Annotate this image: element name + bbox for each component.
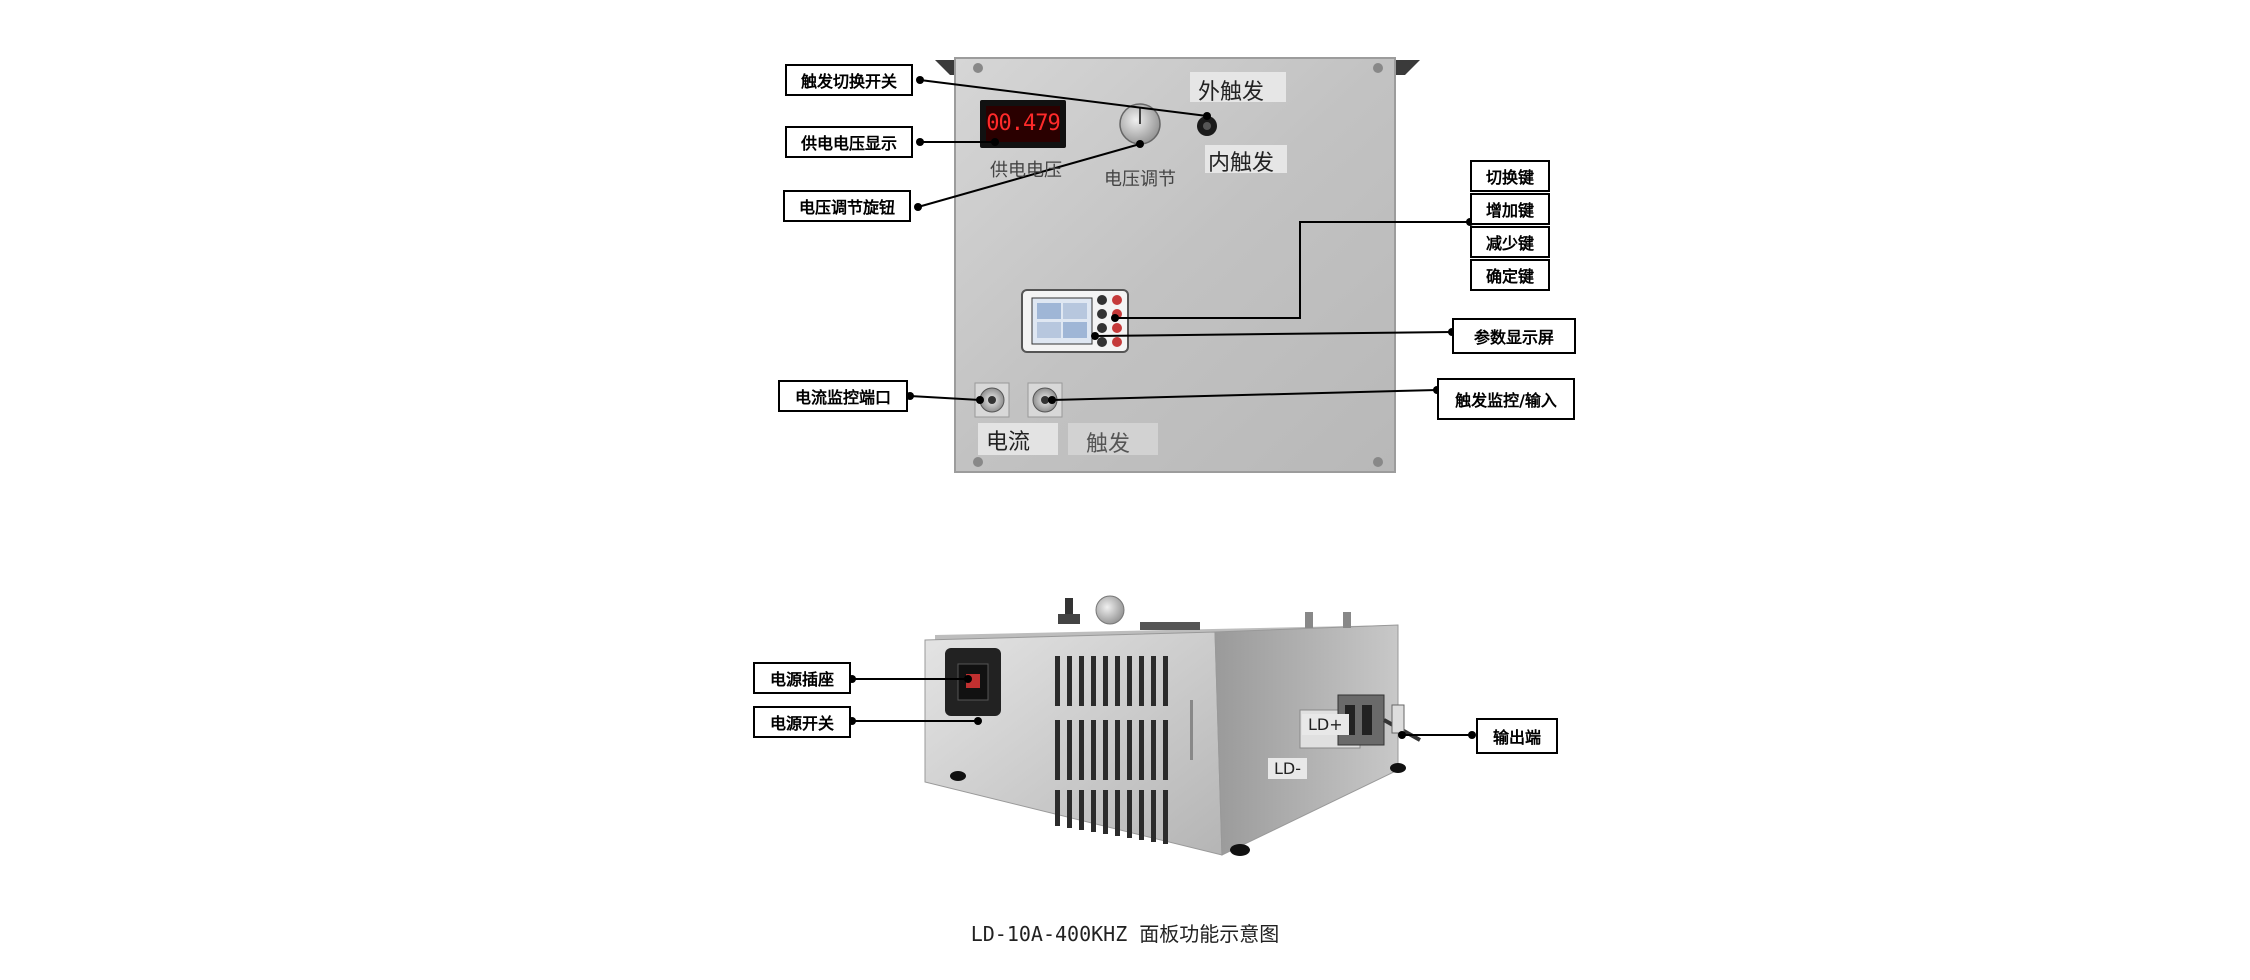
callout-power-switch: 电源开关: [753, 706, 851, 738]
callout-voltage-knob: 电压调节旋钮: [783, 190, 911, 222]
label-current: 电流: [986, 430, 1031, 455]
increase-key-icon: [1097, 309, 1107, 319]
callout-trigger-monitor-input: 触发监控/输入: [1437, 378, 1575, 420]
leader-lines: [852, 79, 1472, 736]
callout-decrease-key: 减少键: [1470, 226, 1550, 258]
label-ld-plus: LD+: [1302, 714, 1349, 735]
callout-switch-key: 切换键: [1470, 160, 1550, 192]
decrease-key-icon: [1097, 323, 1107, 333]
rear-knob-icon: [1095, 595, 1125, 625]
label-ext-trigger: 外触发: [1198, 80, 1265, 105]
label-voltage-adjust: 电压调节: [1104, 169, 1176, 190]
callout-current-monitor-port: 电流监控端口: [778, 380, 908, 412]
label-int-trigger: 内触发: [1208, 151, 1275, 176]
voltmeter-window: [986, 106, 1060, 142]
vent-slots: [1055, 656, 1168, 844]
confirm-key-icon: [1097, 337, 1107, 347]
figure-caption: LD-10A-400KHZ 面板功能示意图: [970, 922, 1280, 946]
callout-power-socket: 电源插座: [753, 662, 851, 694]
callout-trigger-switch: 触发切换开关: [785, 64, 913, 96]
voltmeter-reading: 00.479: [986, 111, 1060, 136]
callout-output-port: 输出端: [1476, 718, 1558, 754]
screw-icon: [973, 63, 983, 73]
switch-key-icon: [1097, 295, 1107, 305]
callout-param-display: 参数显示屏: [1452, 318, 1576, 354]
label-trigger: 触发: [1086, 432, 1131, 457]
callout-increase-key: 增加键: [1470, 193, 1550, 225]
callout-supply-voltage-display: 供电电压显示: [785, 126, 913, 158]
label-ld-minus: LD-: [1268, 758, 1308, 779]
callout-confirm-key: 确定键: [1470, 259, 1550, 291]
label-supply-voltage: 供电电压: [990, 160, 1062, 181]
screw-icon: [1373, 457, 1383, 467]
screw-icon: [1373, 63, 1383, 73]
screw-icon: [973, 457, 983, 467]
